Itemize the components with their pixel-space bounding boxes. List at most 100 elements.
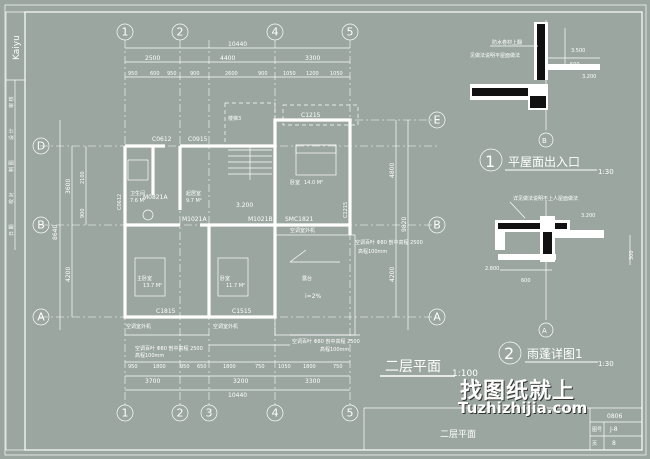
- rail-note: 空调百叶 Φ80 剖中高程 2500: [355, 239, 423, 246]
- plan-walls: [123, 102, 360, 346]
- axis-bubble: D: [37, 140, 45, 153]
- detail2-number-circle: [498, 341, 522, 365]
- detail2-dim: 600: [521, 278, 531, 284]
- opening-label: M1021B: [248, 216, 273, 223]
- dim-left-detail: 900: [80, 208, 86, 218]
- rail-note-2: 高程100mm: [358, 248, 387, 255]
- detail1-dim: 500: [570, 62, 580, 68]
- sheet-border: [4, 4, 647, 456]
- stair-void: [224, 102, 276, 147]
- stair: 楼梯3: [228, 115, 272, 180]
- terrace-slope: i=2%: [305, 293, 322, 300]
- detail2-axis: A: [542, 327, 547, 335]
- opening-label: C1515: [232, 308, 252, 315]
- project-code: 0806: [607, 413, 622, 420]
- room-area: 13.7 M²: [143, 283, 162, 289]
- watermark-cn: 找图纸就上: [460, 379, 576, 404]
- dim-bottom-detail: 1800: [303, 364, 316, 370]
- axis-bubble: 3: [206, 407, 213, 420]
- dim-top-detail: 900: [190, 71, 200, 77]
- watermark-en: Tuzhizhijia.com: [458, 399, 588, 417]
- dim-bottom-detail: 650: [197, 364, 207, 370]
- side-label: 校 对: [8, 192, 15, 204]
- axis-bubbles-bottom: 1 2 3 4 5: [116, 404, 359, 422]
- axis-bubble: 1: [122, 407, 129, 420]
- wash-basin: [142, 209, 154, 221]
- left-title-strip: Kaiyu 审 核 设 计 制 图 校 对 日 期: [5, 11, 26, 451]
- detail2-dim-300: 300: [629, 250, 635, 260]
- detail-2-canopy: 600 300 3.200 2.800 详见做法说明不上人屋面做法 A 2 雨蓬…: [485, 195, 635, 368]
- axis-bubble: 5: [347, 26, 354, 39]
- room-area: 9.7 M²: [186, 198, 202, 204]
- bath-fixtures: [127, 159, 149, 181]
- opening-label: C1815: [156, 308, 176, 315]
- axis-bubble: 2: [177, 407, 184, 420]
- roof-outline: [282, 104, 359, 126]
- dim-bottom-mid: 3700: [145, 378, 160, 385]
- furniture: [127, 144, 340, 297]
- axis-bubble: 5: [347, 407, 354, 420]
- axis-bubble: 1: [122, 26, 129, 39]
- drawing-no: J-8: [609, 426, 618, 433]
- detail2-scale: 1:30: [598, 360, 614, 368]
- axis-bubble: 4: [272, 26, 279, 39]
- floor-plan: 1 2 4 5 1 2 3 4 5 D B A E B A 10440: [32, 23, 478, 422]
- room-name: 露台: [302, 275, 312, 282]
- side-label: 设 计: [8, 128, 15, 140]
- detail1-axis: B: [542, 137, 547, 145]
- dim-top-mid: 3300: [305, 55, 320, 62]
- dim-bottom-detail: 950: [128, 364, 138, 370]
- opening-labels: C0612 C0915 C1215 M0821A M1021A M1021B S…: [117, 112, 349, 315]
- opening-label: C0612: [117, 194, 123, 210]
- dim-bottom-total: 10440: [228, 392, 247, 399]
- room-name: 卧室: [290, 179, 300, 186]
- axis-bubble: B: [433, 219, 441, 232]
- dim-bottom-detail: 1800: [153, 364, 166, 370]
- detail1-note: 防水卷材上翻: [492, 39, 522, 46]
- detail1-number: 1: [485, 152, 495, 171]
- dim-top-detail: 1050: [330, 71, 343, 77]
- opening-label: M1021A: [182, 216, 207, 223]
- opening-label: SMC1821: [285, 216, 314, 223]
- axis-bubble: B: [37, 219, 45, 232]
- dim-bottom-detail: 1050: [278, 364, 291, 370]
- dim-bottom-detail: 750: [255, 364, 265, 370]
- side-label: 制 图: [8, 160, 15, 172]
- plan-title: 二层平面: [385, 359, 441, 375]
- room-name: 卧室: [220, 275, 230, 282]
- room-name: 起居室: [186, 190, 201, 197]
- room-area: 7.6 M²: [130, 198, 146, 204]
- axis-bubbles-right: E B A: [428, 111, 446, 326]
- room-area: 11.7 M²: [226, 283, 245, 289]
- title-block: 二层平面 0806 图号 J-8 页 8: [363, 407, 643, 451]
- dim-right: 4200: [389, 267, 396, 282]
- opening-label: C1215: [301, 112, 321, 119]
- drawing-no-label: 图号: [592, 427, 602, 433]
- watermark: 找图纸就上 Tuzhizhijia.com: [446, 369, 650, 419]
- detail2-title: 雨蓬详图1: [527, 346, 583, 361]
- room-name: 卫生间: [130, 190, 145, 197]
- axis-bubble: E: [434, 114, 441, 127]
- dim-left: 3600: [65, 179, 72, 194]
- dimensions-top: 10440 2500 4400 3300 950 600 950 900 260…: [125, 41, 350, 78]
- detail1-elev-bottom: 3.200: [582, 74, 596, 80]
- side-label: 审 核: [8, 96, 15, 108]
- dim-right: 4800: [389, 163, 396, 178]
- dimensions-left: 8640 3600 4200 2100 900: [52, 120, 87, 330]
- room-area: 14.0 M²: [304, 180, 323, 186]
- detail2-elev-bottom: 2.800: [485, 266, 499, 272]
- detail-1-roof-exit: 3.500 3.200 500 防水卷材上翻 见做法说明平屋面做法 B 1 平屋…: [470, 20, 614, 176]
- rail-note: 空调百叶 Φ80 剖中高程 2500: [292, 338, 360, 345]
- title-block-drawing-title: 二层平面: [440, 429, 476, 440]
- terrace-outline: [274, 234, 356, 336]
- dim-bottom-detail: 950: [180, 364, 190, 370]
- dim-top-total: 10440: [228, 41, 247, 48]
- axis-bubble: 2: [177, 26, 184, 39]
- detail2-note: 详见做法说明不上人屋面做法: [513, 195, 578, 202]
- dim-top-detail: 1050: [283, 71, 296, 77]
- dim-bottom-mid: 3200: [233, 378, 248, 385]
- page-no: 8: [612, 440, 616, 447]
- plan-scale: 1:100: [452, 369, 478, 379]
- bed-3: [217, 257, 249, 297]
